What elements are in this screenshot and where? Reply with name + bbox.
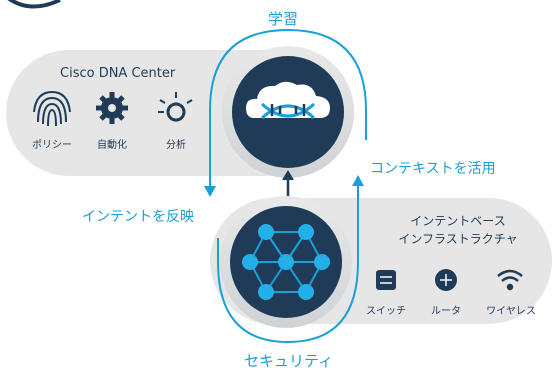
use-context-label: コンテキストを活用 [370, 161, 496, 177]
automation-label: 自動化 [97, 140, 127, 151]
learning-label: 学習 [268, 10, 299, 28]
policy-label: ポリシー [32, 140, 72, 151]
arrowhead-up-right [352, 175, 364, 186]
analytics-label: 分析 [166, 140, 186, 151]
router-label: ルータ [431, 306, 461, 317]
intent-based-title-1: インテントベース [410, 214, 506, 228]
gear-icon [96, 92, 128, 124]
wireless-label: ワイヤレス [486, 306, 536, 317]
fingerprint-icon [33, 90, 71, 127]
router-icon [435, 269, 457, 291]
corner-arc-decoration [7, 0, 61, 9]
reflect-intent-label: インテントを反映 [82, 209, 194, 225]
wifi-icon [497, 269, 523, 291]
intent-based-title-2: インフラストラクチャ [398, 232, 518, 246]
switch-label: スイッチ [366, 306, 406, 317]
switch-icon [376, 270, 396, 290]
analytics-icon [158, 92, 193, 122]
security-label: セキュリティ [244, 352, 334, 370]
network-nodes [242, 224, 330, 300]
dna-center-title: Cisco DNA Center [60, 66, 176, 81]
dna-cloud-icon [246, 81, 330, 120]
arrowhead-down-left [204, 186, 216, 197]
cycle-lower-arc [217, 180, 359, 344]
cycle-upper-arc [209, 28, 367, 190]
